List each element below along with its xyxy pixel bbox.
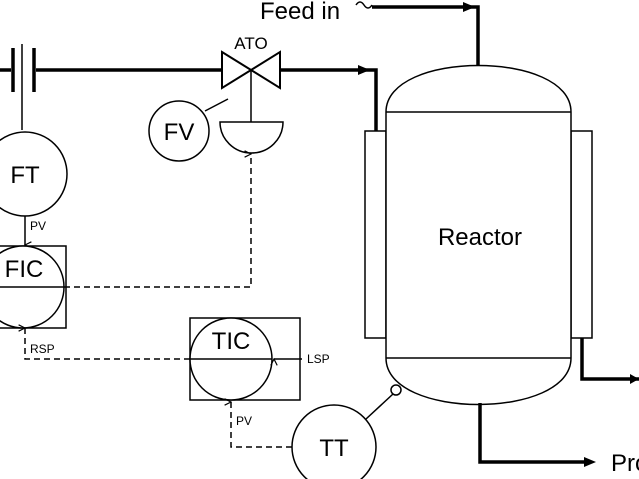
ft-pv-label: PV — [30, 219, 46, 233]
reactor-vessel[interactable] — [364, 64, 593, 406]
feed-break-mark — [355, 1, 373, 9]
feed-in-label: Feed in — [260, 0, 340, 25]
fv-bubble[interactable] — [148, 100, 210, 162]
jacket-outlet-pipe — [580, 338, 639, 381]
tic-label: TIC — [212, 328, 251, 355]
reactor-jacket-right — [570, 130, 593, 339]
fv-label: FV — [164, 119, 195, 146]
tt-pv-label: PV — [236, 414, 252, 428]
tt-bubble[interactable] — [291, 404, 377, 479]
feed-in-pipe — [372, 5, 480, 66]
product-arrow — [584, 457, 596, 467]
valve-actuator-icon — [219, 121, 284, 154]
tic-lsp-label: LSP — [307, 352, 330, 366]
fic-output-signal — [64, 154, 251, 288]
reactor-jacket-left — [364, 130, 387, 339]
flow-pipe-to-reactor — [280, 68, 378, 131]
tt-leader-line — [365, 393, 394, 420]
control-valve[interactable] — [219, 50, 284, 154]
product-label: Pro — [611, 450, 639, 477]
tt-label: TT — [319, 435, 349, 462]
fic-label: FIC — [5, 256, 44, 283]
jacket-outlet-arrow — [630, 374, 639, 384]
product-pipe — [478, 403, 590, 464]
flow-pipe-arrow — [358, 65, 370, 75]
feed-in-arrow — [463, 2, 475, 12]
ft-label: FT — [10, 162, 40, 189]
tic-cascade-signal — [25, 328, 190, 360]
thermowell-icon — [390, 384, 402, 396]
reactor-label: Reactor — [438, 224, 522, 251]
fic-rsp-label: RSP — [30, 342, 55, 356]
fv-leader-line — [204, 98, 229, 112]
tt-pv-signal — [231, 402, 292, 448]
valve-action-label: ATO — [234, 34, 267, 53]
